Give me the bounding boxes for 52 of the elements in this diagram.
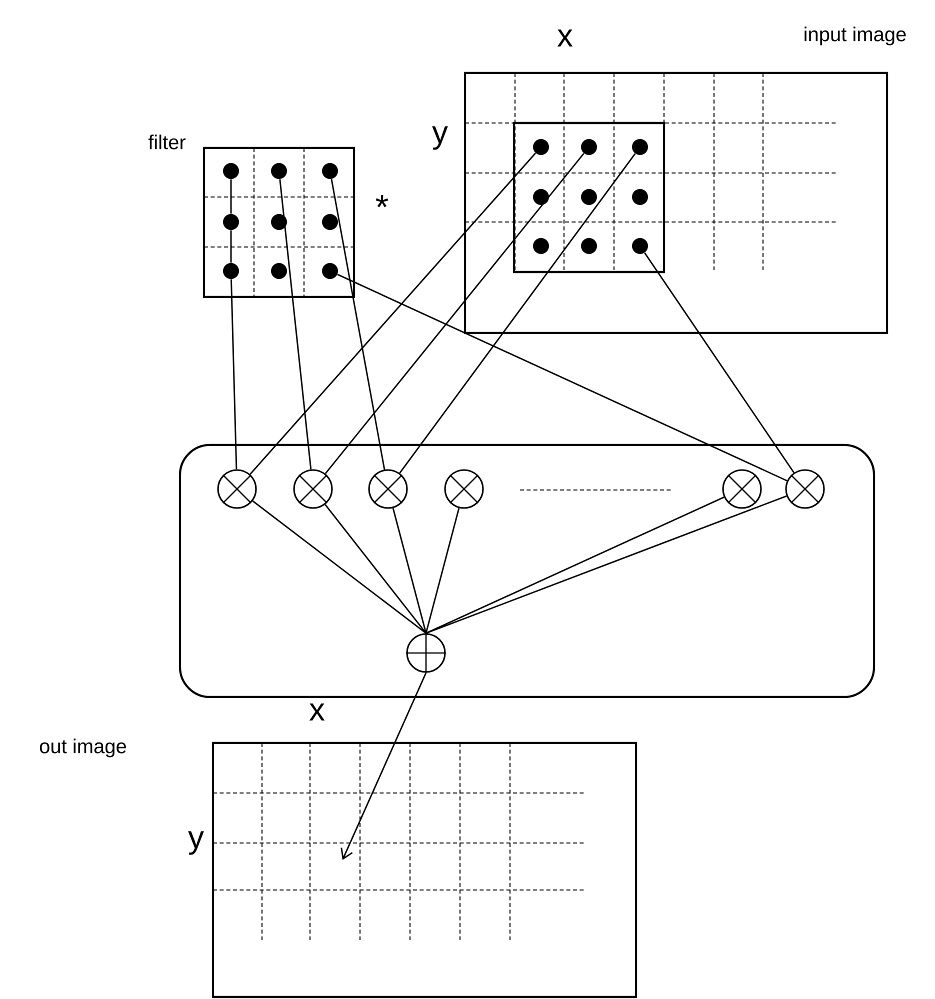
connector-line	[399, 153, 636, 474]
dot	[271, 214, 287, 230]
connector-line	[644, 252, 794, 474]
filter-grid: filter	[148, 134, 356, 298]
axis-label: x	[309, 704, 325, 720]
node-label: out image	[40, 738, 126, 758]
operator-symbol: *	[376, 195, 388, 208]
dot	[581, 139, 597, 155]
connector-line	[230, 230, 232, 263]
dot	[322, 163, 338, 179]
connector-line	[230, 179, 232, 214]
multiplier-symbol	[217, 469, 257, 509]
dot	[322, 263, 338, 279]
connector-line	[279, 179, 312, 470]
connector-line	[324, 152, 584, 474]
node-label: filter	[148, 134, 186, 150]
dot	[533, 139, 549, 155]
dot	[271, 163, 287, 179]
dot	[632, 139, 648, 155]
axis-label: y	[432, 126, 448, 150]
connector-line	[324, 504, 427, 634]
connector-line	[330, 179, 386, 470]
connector-line	[230, 279, 238, 470]
dot	[533, 238, 549, 254]
connector-line	[426, 496, 724, 634]
multiplier-symbol	[444, 469, 484, 509]
multiplier-symbol	[368, 469, 408, 509]
multiplier-symbol	[722, 469, 762, 509]
dot	[632, 238, 648, 254]
dot	[533, 189, 549, 205]
connector-line	[337, 274, 788, 482]
dot	[322, 214, 338, 230]
arrow	[340, 672, 427, 860]
dot	[223, 263, 239, 279]
window-box	[512, 122, 666, 274]
multiplier-symbol	[785, 469, 825, 509]
connector-line	[425, 508, 460, 634]
node-label: input image	[804, 26, 906, 46]
dot	[223, 214, 239, 230]
adder-symbol	[406, 632, 446, 674]
connector-line	[392, 508, 427, 634]
dot	[581, 189, 597, 205]
panel	[178, 444, 876, 698]
multiplier-symbol	[293, 469, 333, 509]
dot	[632, 189, 648, 205]
connector-line	[426, 495, 787, 634]
connector-line	[250, 152, 536, 475]
axis-label: x	[557, 30, 573, 46]
dot	[581, 238, 597, 254]
dot	[271, 263, 287, 279]
dot	[223, 163, 239, 179]
connector-line	[252, 500, 426, 634]
